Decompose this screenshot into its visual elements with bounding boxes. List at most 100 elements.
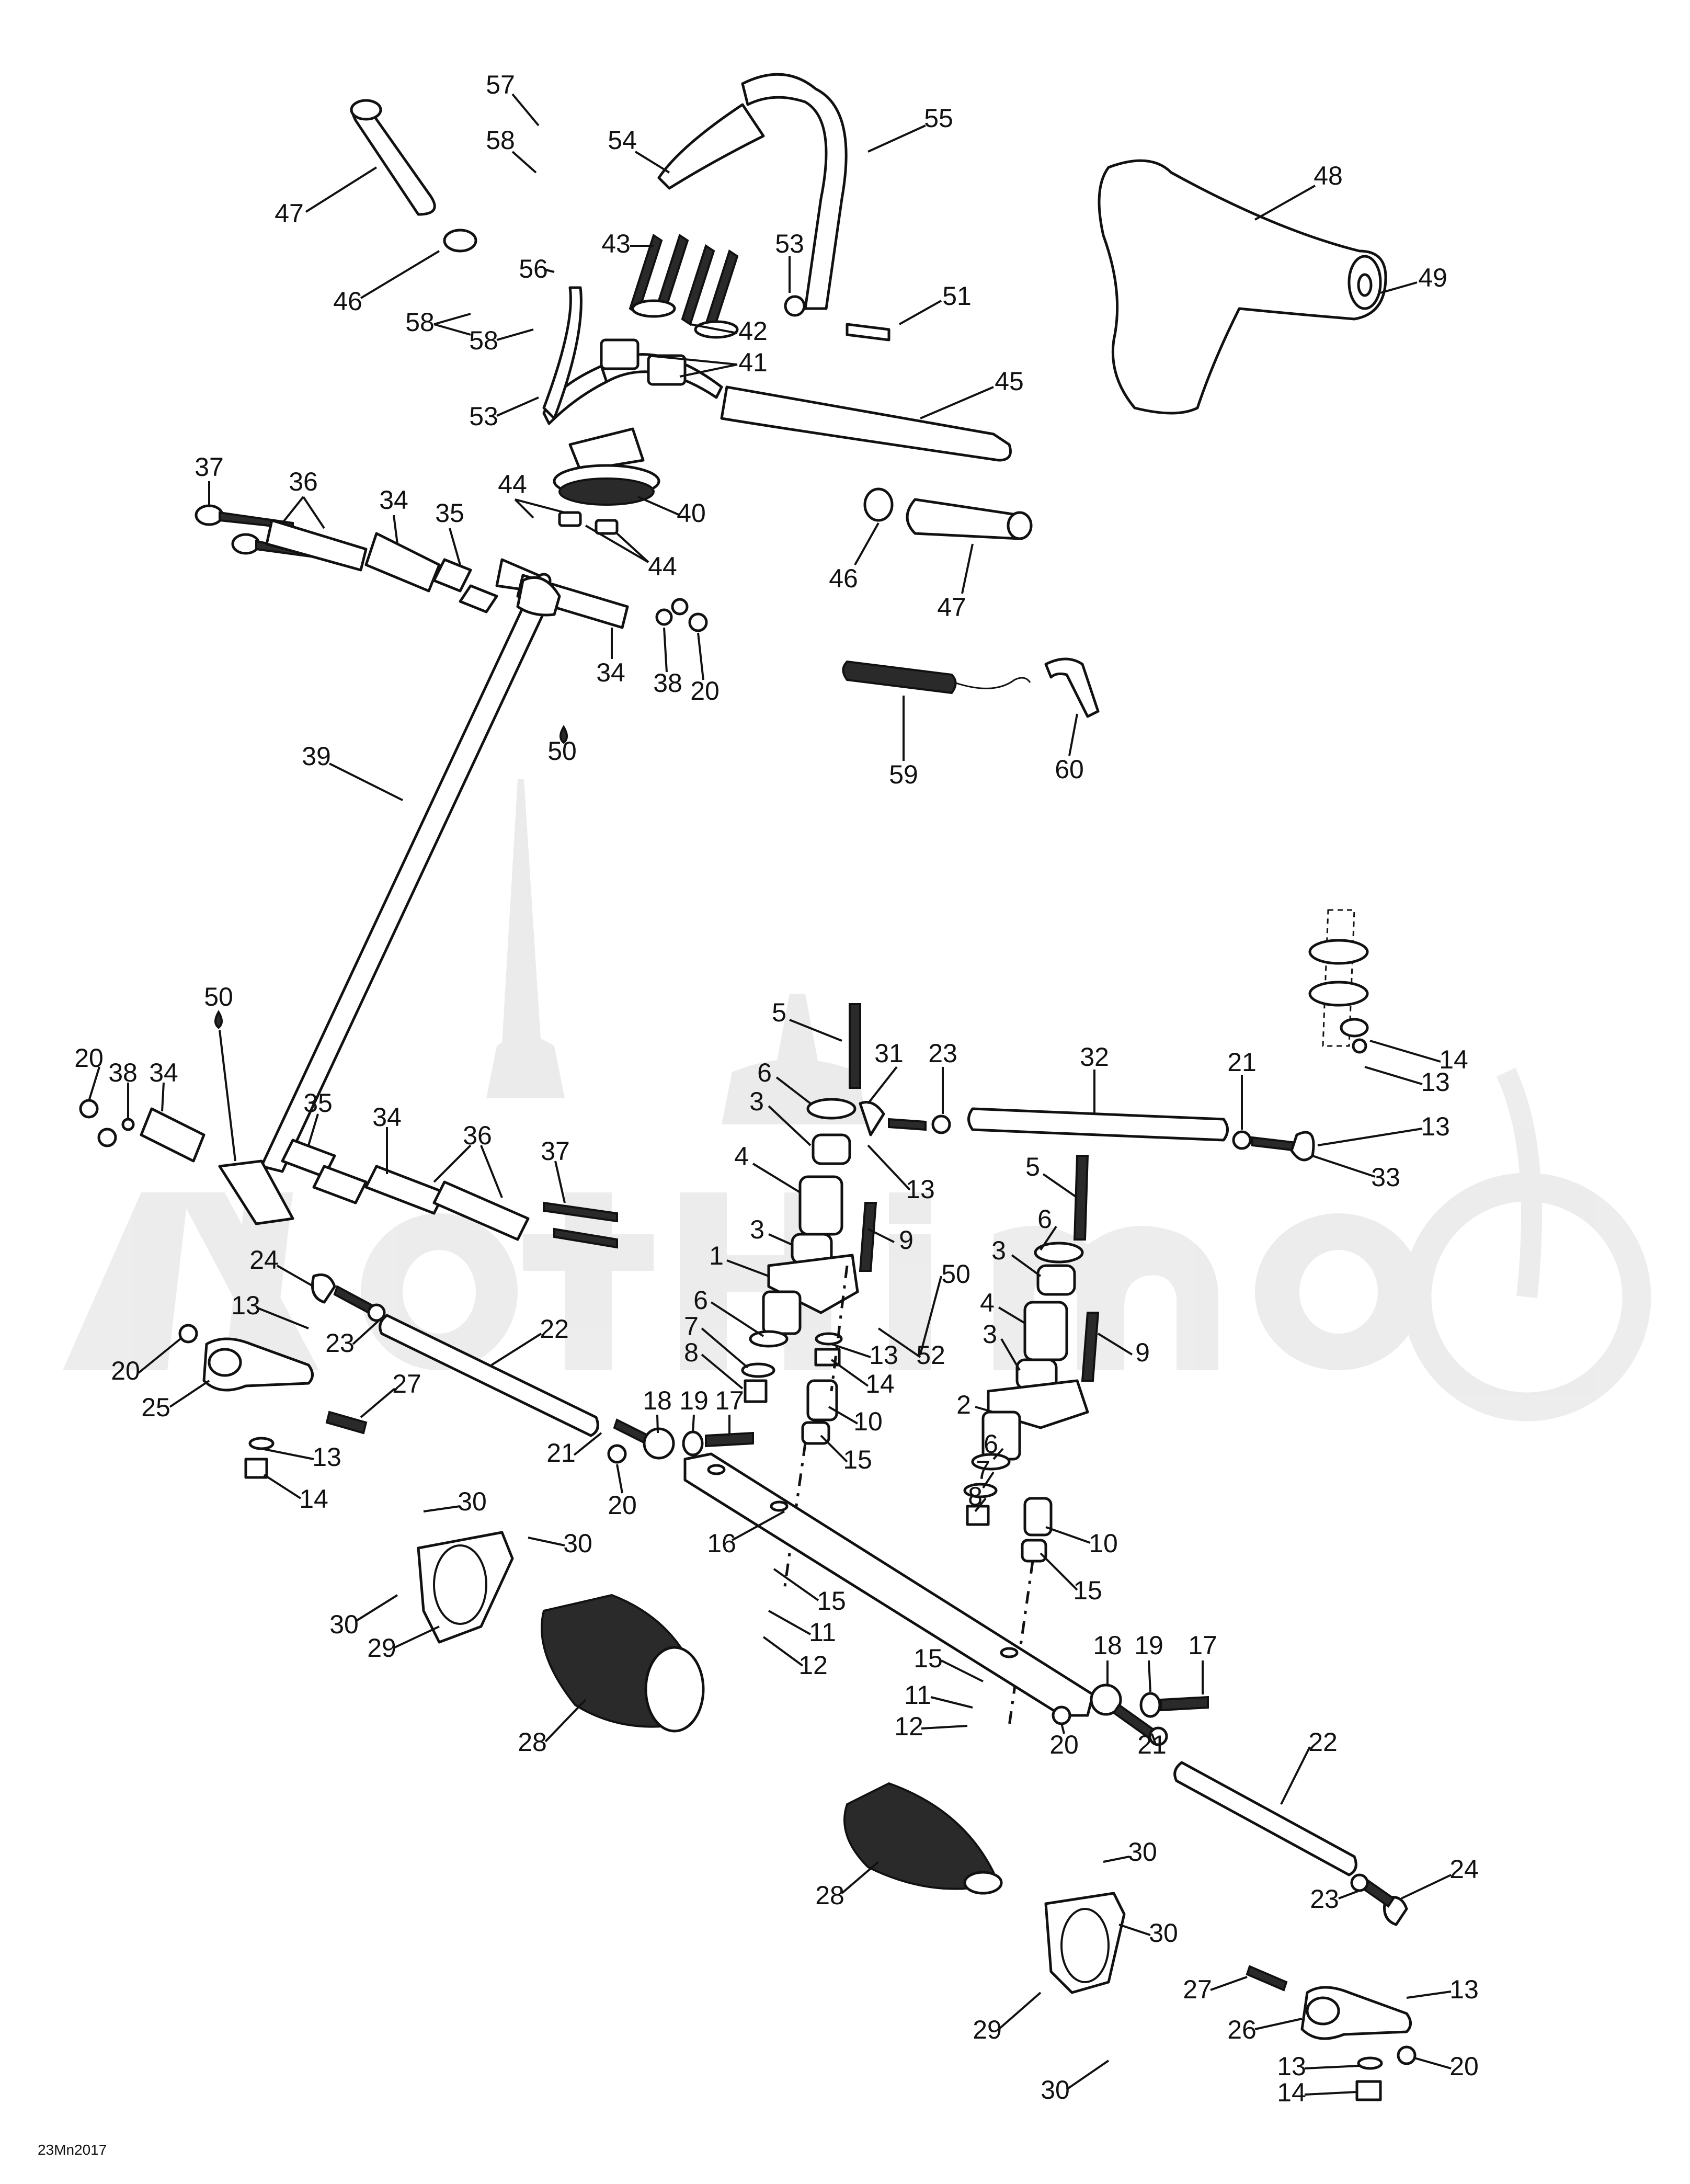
callout-15: 15	[1073, 1576, 1102, 1605]
callout-27: 27	[1183, 1975, 1212, 2004]
callout-28: 28	[518, 1727, 547, 1757]
callout-13: 13	[312, 1442, 341, 1472]
callout-35: 35	[303, 1088, 333, 1118]
callout-2: 2	[956, 1390, 971, 1419]
callout-34: 34	[149, 1058, 178, 1087]
handlebar-cover-48	[1098, 159, 1387, 415]
callout-20: 20	[690, 676, 720, 706]
callout-52: 52	[916, 1340, 945, 1370]
callout-47: 47	[275, 199, 304, 228]
upper-steering-rod-assembly	[195, 504, 708, 632]
callout-30: 30	[1149, 1918, 1178, 1948]
callout-24: 24	[1449, 1855, 1479, 1884]
right-spindle-stack	[963, 1155, 1100, 1726]
callout-40: 40	[677, 498, 706, 528]
handlebar	[495, 286, 1012, 593]
callout-37: 37	[195, 452, 224, 482]
callout-3: 3	[991, 1236, 1006, 1265]
callout-12: 12	[894, 1712, 923, 1741]
callout-20: 20	[74, 1043, 104, 1073]
callout-31: 31	[874, 1039, 904, 1068]
callout-32: 32	[1080, 1042, 1109, 1072]
spindle-arm-25	[178, 1273, 386, 1479]
callout-15: 15	[913, 1644, 943, 1673]
grip-left-47	[350, 99, 436, 216]
callout-36: 36	[289, 467, 318, 496]
lower-steering-rod-assembly	[79, 1099, 618, 1249]
callout-34: 34	[372, 1102, 402, 1132]
callout-58: 58	[469, 326, 498, 355]
callout-57: 57	[486, 70, 515, 99]
callout-21: 21	[1137, 1730, 1167, 1759]
callout-4: 4	[734, 1142, 749, 1171]
callout-5: 5	[1025, 1152, 1040, 1181]
callout-50: 50	[204, 982, 233, 1011]
callout-16: 16	[707, 1529, 736, 1558]
callout-15: 15	[817, 1586, 846, 1616]
callout-20: 20	[608, 1491, 637, 1520]
callout-27: 27	[392, 1369, 421, 1398]
callout-58: 58	[405, 308, 435, 337]
callout-9: 9	[1135, 1338, 1150, 1367]
callout-20: 20	[1049, 1730, 1079, 1759]
callout-6: 6	[757, 1058, 772, 1087]
callout-19: 19	[679, 1386, 709, 1415]
callout-33: 33	[1371, 1163, 1400, 1192]
callout-20: 20	[1449, 2052, 1479, 2081]
callout-5: 5	[772, 998, 786, 1027]
boot-28-right	[843, 1782, 1003, 1895]
callout-13: 13	[231, 1291, 260, 1320]
callout-17: 17	[1188, 1631, 1217, 1660]
callout-11: 11	[904, 1680, 931, 1710]
callout-44: 44	[498, 470, 527, 499]
callout-24: 24	[249, 1245, 279, 1275]
callout-10: 10	[1089, 1529, 1118, 1558]
callout-11: 11	[809, 1618, 836, 1647]
callout-37: 37	[541, 1136, 570, 1166]
callout-6: 6	[693, 1286, 708, 1315]
callout-60: 60	[1055, 755, 1084, 784]
callout-28: 28	[815, 1881, 844, 1910]
callout-7: 7	[684, 1312, 699, 1341]
callout-56: 56	[519, 254, 548, 283]
callout-20: 20	[111, 1356, 140, 1385]
callout-38: 38	[108, 1058, 138, 1087]
column-end-fragment	[1308, 909, 1369, 1054]
callout-51: 51	[942, 281, 972, 311]
grip-right-47	[906, 498, 1033, 540]
callout-21: 21	[546, 1438, 576, 1468]
callout-14: 14	[1439, 1045, 1468, 1074]
callout-6: 6	[1037, 1204, 1052, 1234]
callout-30: 30	[458, 1487, 487, 1516]
callout-3: 3	[749, 1087, 764, 1116]
callout-19: 19	[1134, 1631, 1163, 1660]
callout-22: 22	[540, 1314, 569, 1344]
callout-25: 25	[141, 1393, 170, 1422]
callout-30: 30	[1041, 2075, 1070, 2105]
cable-tie-60	[1044, 657, 1100, 718]
callout-14: 14	[865, 1369, 895, 1398]
callout-53: 53	[469, 402, 498, 431]
leader-lines	[88, 93, 1452, 2096]
callout-17: 17	[715, 1386, 744, 1415]
callout-13: 13	[869, 1340, 898, 1370]
callout-14: 14	[1277, 2078, 1306, 2107]
callout-15: 15	[843, 1445, 872, 1474]
callout-26: 26	[1227, 2015, 1257, 2044]
callout-7: 7	[976, 1455, 990, 1485]
hand-support-55	[657, 73, 890, 342]
callout-13: 13	[1421, 1112, 1450, 1141]
callout-50: 50	[547, 736, 577, 766]
drawing-code: 23Mn2017	[38, 2142, 107, 2158]
bolts-43	[629, 233, 739, 339]
callout-22: 22	[1308, 1727, 1338, 1757]
callout-34: 34	[379, 485, 408, 515]
callout-29: 29	[973, 2015, 1002, 2044]
callout-30: 30	[563, 1529, 592, 1558]
callout-12: 12	[798, 1651, 828, 1680]
steering-column-39	[214, 576, 568, 1225]
tie-rod-32	[859, 1101, 1315, 1162]
callout-29: 29	[367, 1633, 396, 1663]
